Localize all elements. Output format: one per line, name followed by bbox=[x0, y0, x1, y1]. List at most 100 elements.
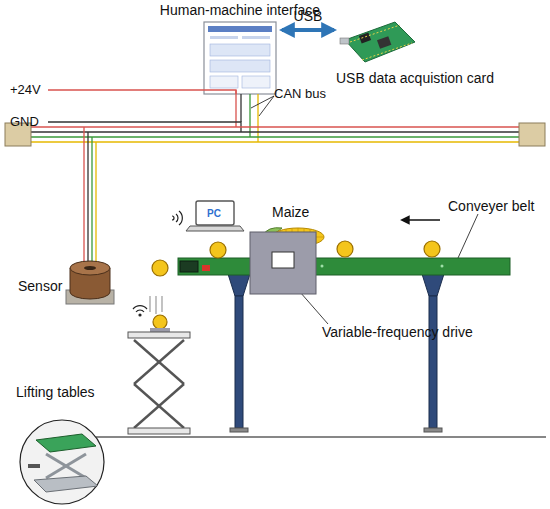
usb-card-part bbox=[345, 22, 415, 62]
lifting-table bbox=[128, 328, 190, 434]
conveyor-belt-part bbox=[178, 258, 510, 275]
conveyor-belt-part bbox=[202, 265, 210, 271]
hmi-panel-part bbox=[242, 36, 270, 39]
power-wires-part bbox=[249, 94, 250, 137]
sensor-wires-part bbox=[87, 132, 88, 262]
part-label: Lifting tables bbox=[16, 384, 95, 400]
maize-item-part bbox=[153, 315, 167, 329]
wifi-symbol-part bbox=[136, 310, 144, 312]
inset-photo-part bbox=[20, 420, 104, 504]
wifi-symbol-part bbox=[176, 214, 178, 222]
laptop-part bbox=[186, 226, 244, 231]
laptop-part bbox=[196, 201, 234, 225]
lifting-table-part bbox=[128, 332, 190, 338]
maize-item-part bbox=[337, 241, 353, 257]
drop-arrows-part bbox=[155, 296, 156, 314]
leader-line bbox=[458, 214, 478, 258]
drop-arrows-part bbox=[149, 296, 150, 312]
voltage-label: +24V bbox=[10, 82, 41, 98]
leader-line bbox=[300, 292, 328, 324]
conveyor-legs-part bbox=[422, 274, 444, 296]
conveyor-legs-part bbox=[429, 296, 437, 428]
power-wires bbox=[48, 90, 258, 142]
vfd-box-part bbox=[250, 232, 316, 294]
can-leader-lines-part bbox=[259, 96, 274, 116]
bus-terminal bbox=[519, 123, 545, 146]
can-leader-lines-part bbox=[251, 96, 274, 108]
lifting-table-part-part bbox=[134, 384, 184, 428]
part-label: Maize bbox=[272, 204, 309, 220]
hmi-panel-part bbox=[208, 26, 272, 32]
inset-photo-part-part bbox=[28, 464, 40, 468]
sensor-device-part bbox=[84, 266, 96, 270]
bus-label: CAN bus bbox=[274, 86, 326, 102]
inset-photo bbox=[20, 420, 104, 504]
bus-lines-part bbox=[31, 136, 519, 137]
lifting-table-part bbox=[150, 328, 170, 332]
vfd-box-part bbox=[272, 252, 294, 268]
usb-card-node: USB data acquistion card bbox=[340, 22, 416, 64]
usb-card-part bbox=[350, 25, 400, 42]
wifi-symbol-part bbox=[172, 216, 174, 220]
drop-arrows-part bbox=[161, 296, 162, 312]
inset-photo-part-part bbox=[34, 476, 98, 492]
conveyor-legs-part bbox=[230, 428, 248, 432]
pc-label: PC bbox=[207, 206, 221, 222]
wifi-symbol-part bbox=[133, 306, 147, 309]
wifi-symbol-part bbox=[139, 314, 141, 316]
usb-card-part bbox=[377, 36, 391, 49]
inset-photo-part-part bbox=[46, 454, 86, 478]
ground-label: GND bbox=[10, 114, 39, 130]
hmi-panel-part bbox=[242, 76, 270, 88]
hmi-panel-part bbox=[210, 44, 270, 56]
laptop bbox=[186, 201, 244, 231]
drop-arrows bbox=[150, 296, 162, 314]
ground-line bbox=[96, 436, 546, 437]
wifi-symbol-part bbox=[179, 211, 182, 225]
conveyor-belt-part bbox=[180, 261, 198, 272]
usb-card-part bbox=[362, 43, 412, 60]
hmi-panel-part bbox=[210, 36, 238, 39]
part-label: Variable-frequency drive bbox=[322, 324, 473, 340]
lifting-table-part-part bbox=[134, 384, 184, 428]
usb-card-part bbox=[340, 38, 349, 44]
conveyor-legs-part bbox=[424, 428, 442, 432]
wifi-symbol bbox=[172, 211, 182, 225]
hmi-panel-part bbox=[210, 60, 270, 72]
wifi-symbol bbox=[133, 306, 147, 316]
usb-card-part bbox=[359, 33, 371, 44]
sensor-device-part bbox=[70, 261, 110, 275]
flow-arrow bbox=[402, 219, 440, 221]
lifting-table-part bbox=[128, 428, 190, 434]
hmi-node: Human-machine interface bbox=[204, 22, 276, 94]
sensor-wires-part bbox=[95, 142, 96, 262]
conveyor-legs bbox=[228, 274, 444, 432]
hmi-panel bbox=[204, 22, 276, 94]
bus-lines-part bbox=[31, 141, 519, 142]
conveyor-legs-part bbox=[235, 296, 243, 428]
maize-item-part bbox=[210, 242, 226, 258]
inset-photo-part bbox=[28, 434, 98, 492]
vfd-box bbox=[250, 232, 316, 294]
inset-photo-part-part-part bbox=[46, 454, 86, 478]
bus-lines-part bbox=[31, 131, 519, 132]
conveyor-belt bbox=[178, 258, 510, 275]
maize-item-part bbox=[424, 241, 440, 257]
part-label: Sensor bbox=[18, 278, 62, 294]
usb-card bbox=[340, 22, 415, 62]
hmi-panel-part bbox=[204, 22, 276, 94]
power-wires-part bbox=[240, 94, 241, 122]
lifting-table-part-part bbox=[134, 340, 184, 384]
bus-lines bbox=[31, 127, 519, 142]
conveyor-belt-part bbox=[441, 265, 444, 268]
conveyor-belt-part bbox=[321, 265, 324, 268]
sensor-wires-part bbox=[91, 137, 92, 262]
part-label: Conveyer belt bbox=[448, 198, 534, 214]
sensor-wires-part bbox=[83, 127, 84, 262]
lifting-table-part bbox=[134, 340, 184, 428]
inset-photo-part-part bbox=[36, 434, 96, 452]
edge-label: USB bbox=[294, 8, 323, 24]
sensor-wires bbox=[84, 127, 96, 262]
hmi-panel-part bbox=[210, 76, 238, 88]
